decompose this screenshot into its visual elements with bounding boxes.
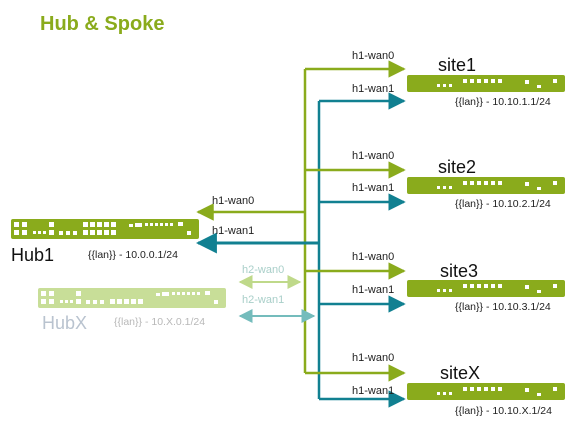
sitex-lan: {{lan}} - 10.10.X.1/24 [455, 405, 552, 417]
site1-wan0-label: h1-wan0 [352, 50, 395, 62]
site3-device-icon [407, 280, 565, 297]
sitex-wan0-label: h1-wan0 [352, 352, 395, 364]
site2-wan0-label: h1-wan0 [352, 150, 395, 162]
site1-name: site1 [438, 55, 477, 75]
site2-lan: {{lan}} - 10.10.2.1/24 [455, 198, 551, 210]
sitex-wan1-label: h1-wan1 [352, 385, 395, 397]
site3-wan0-label: h1-wan0 [352, 251, 395, 263]
hubx-name: HubX [42, 313, 88, 333]
sitex-device-icon [407, 383, 565, 400]
hub1-wan1-label: h1-wan1 [212, 225, 255, 237]
hub1-wan0-label: h1-wan0 [212, 195, 255, 207]
site2-wan1-label: h1-wan1 [352, 182, 395, 194]
site3-name: site3 [440, 261, 479, 281]
hubx-wan0-label: h2-wan0 [242, 264, 285, 276]
hub1-device-icon [11, 219, 199, 239]
site2-name: site2 [438, 157, 477, 177]
hubx-lan: {{lan}} - 10.X.0.1/24 [114, 316, 206, 328]
site3-wan1-label: h1-wan1 [352, 284, 395, 296]
sitex-name: siteX [440, 363, 481, 383]
hubx-device-icon [38, 288, 226, 308]
site1-wan1-label: h1-wan1 [352, 83, 395, 95]
site2-device-icon [407, 177, 565, 194]
diagram-title: Hub & Spoke [40, 13, 165, 35]
hub1-lan: {{lan}} - 10.0.0.1/24 [88, 249, 178, 261]
site1-device-icon [407, 75, 565, 92]
hub1-name: Hub1 [11, 245, 55, 265]
hubx-wan1-label: h2-wan1 [242, 294, 285, 306]
site3-lan: {{lan}} - 10.10.3.1/24 [455, 301, 551, 313]
site1-lan: {{lan}} - 10.10.1.1/24 [455, 96, 551, 108]
